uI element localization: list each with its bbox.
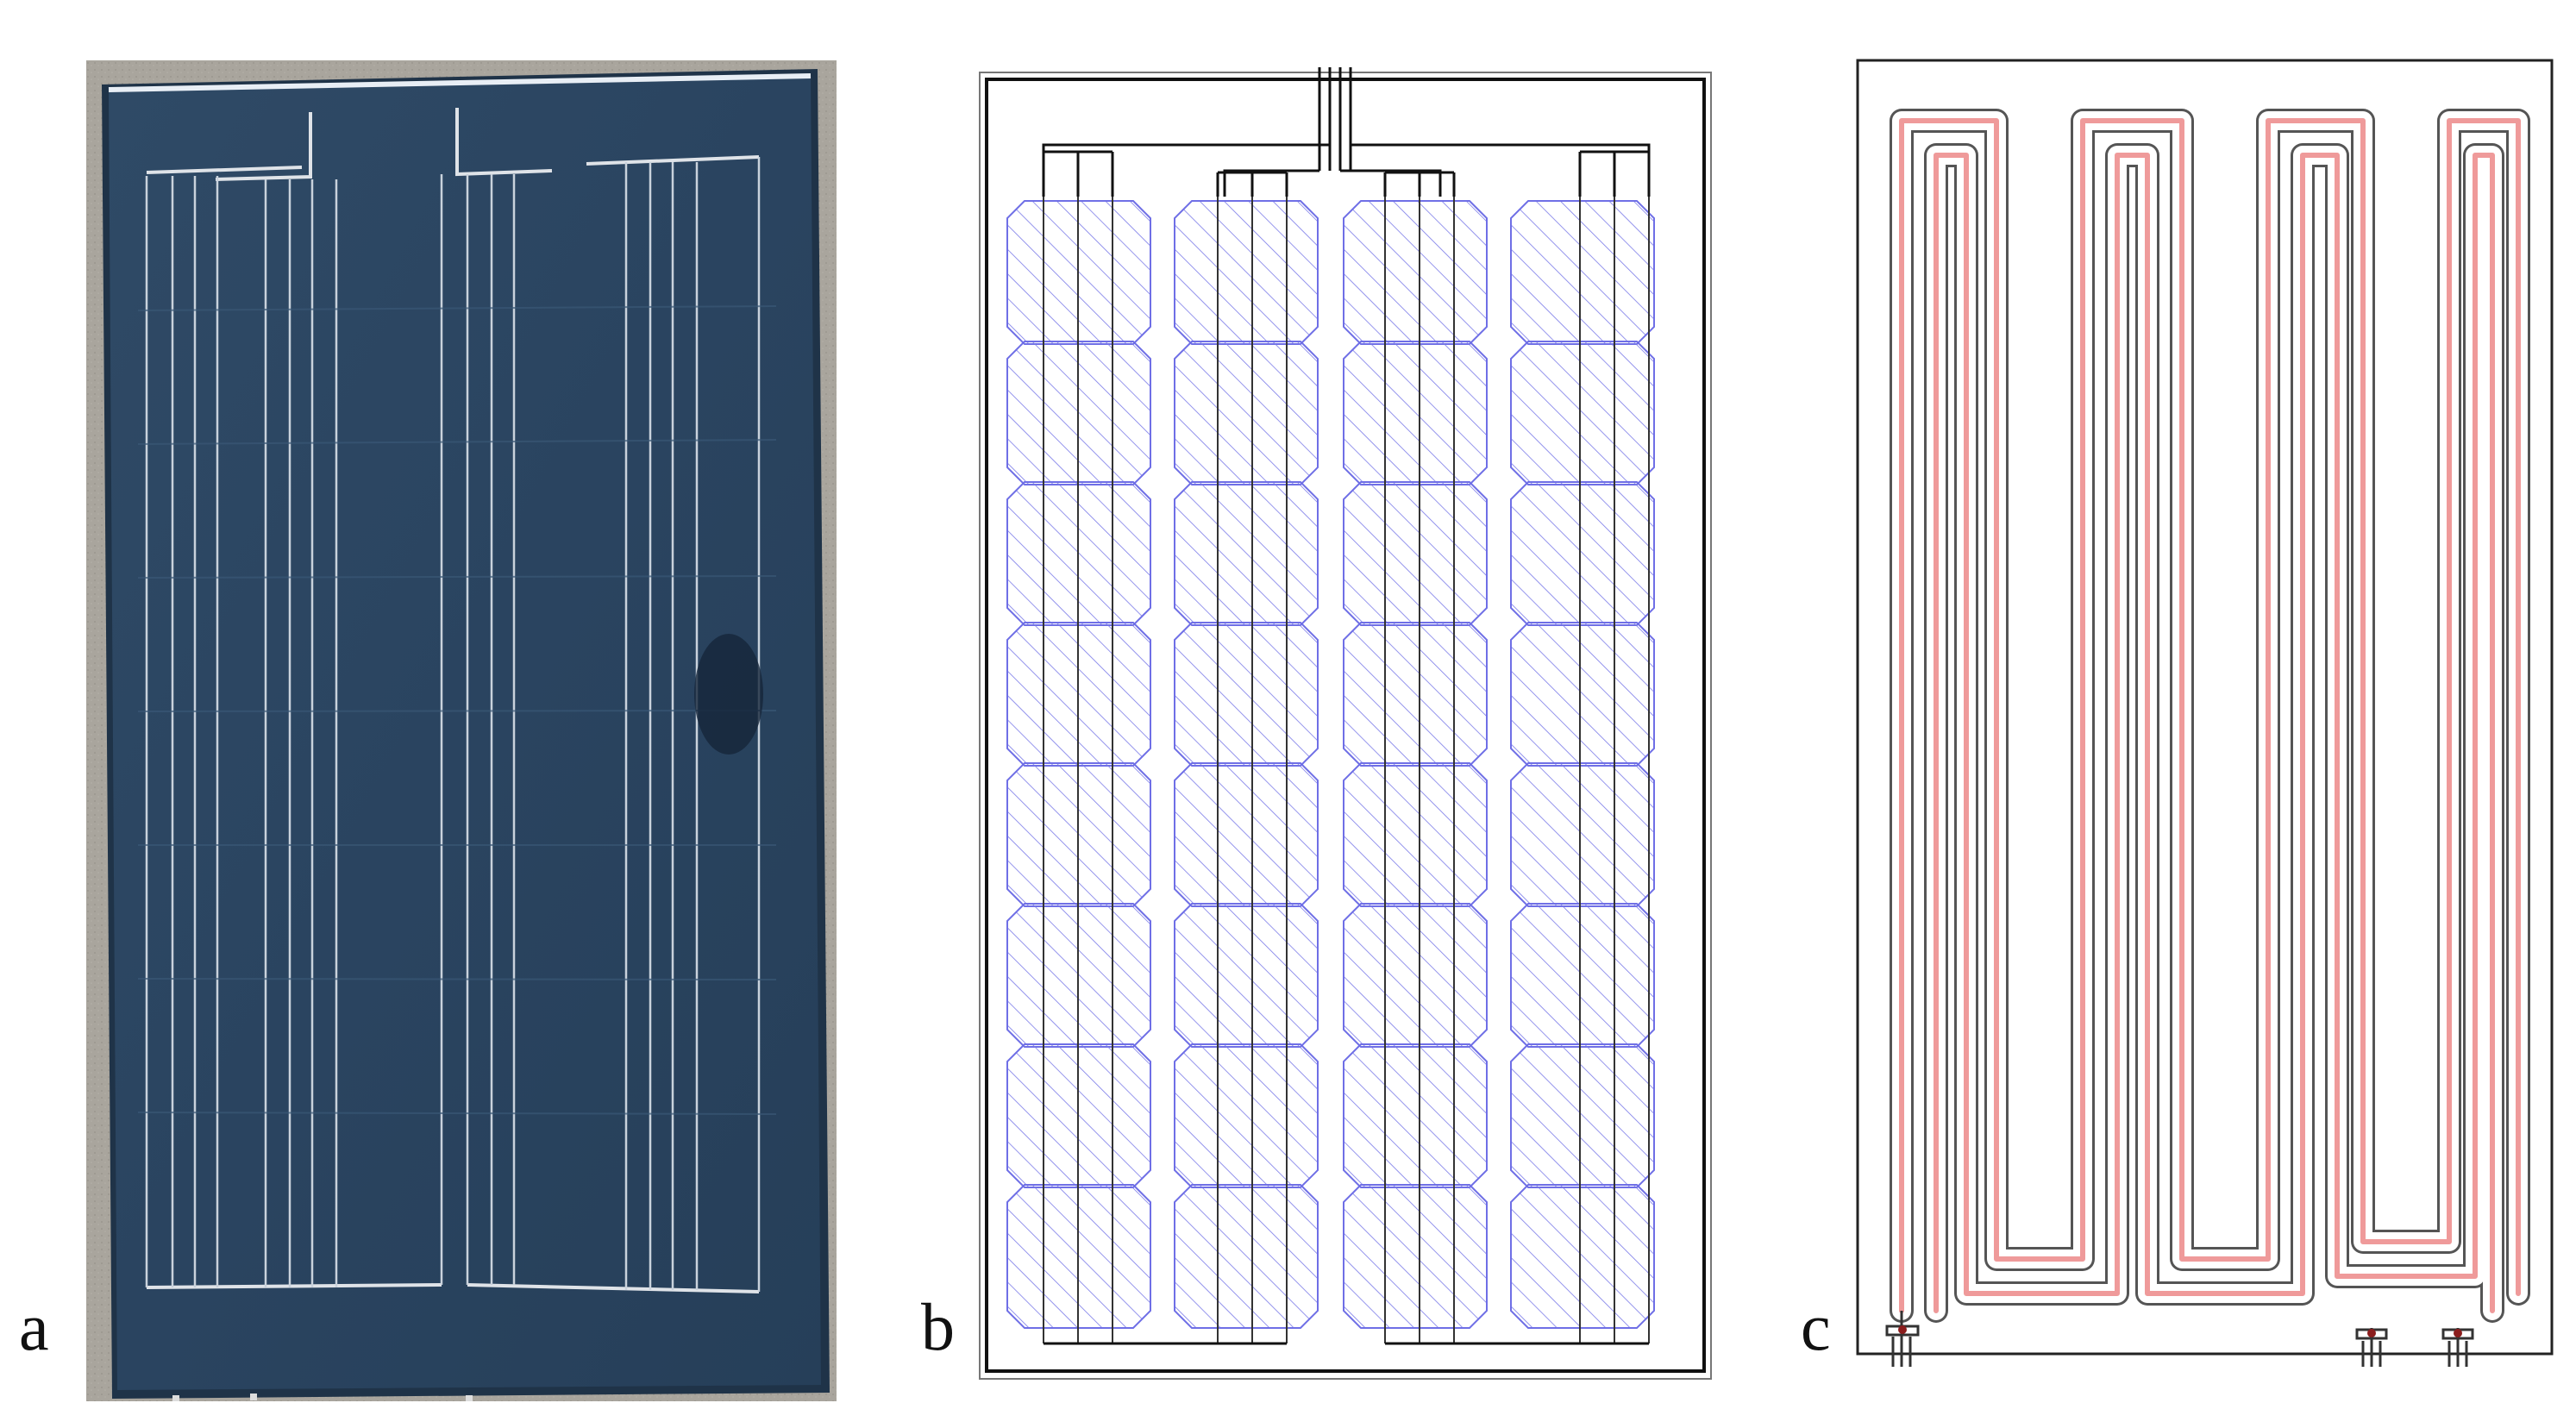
panel-c-label: c: [1801, 1289, 1831, 1364]
panel-b-label: b: [921, 1289, 955, 1364]
panel-c-pipe: [1854, 52, 2557, 1371]
panel-a-photo: [86, 60, 837, 1401]
panel-b-schematic: [975, 67, 1718, 1387]
panel-a-label: a: [19, 1289, 49, 1364]
cell-layout-schematic-icon: [979, 67, 1712, 1380]
serpentine-tube-icon: [1856, 59, 2554, 1367]
pv-module-photo-icon: [86, 60, 837, 1401]
